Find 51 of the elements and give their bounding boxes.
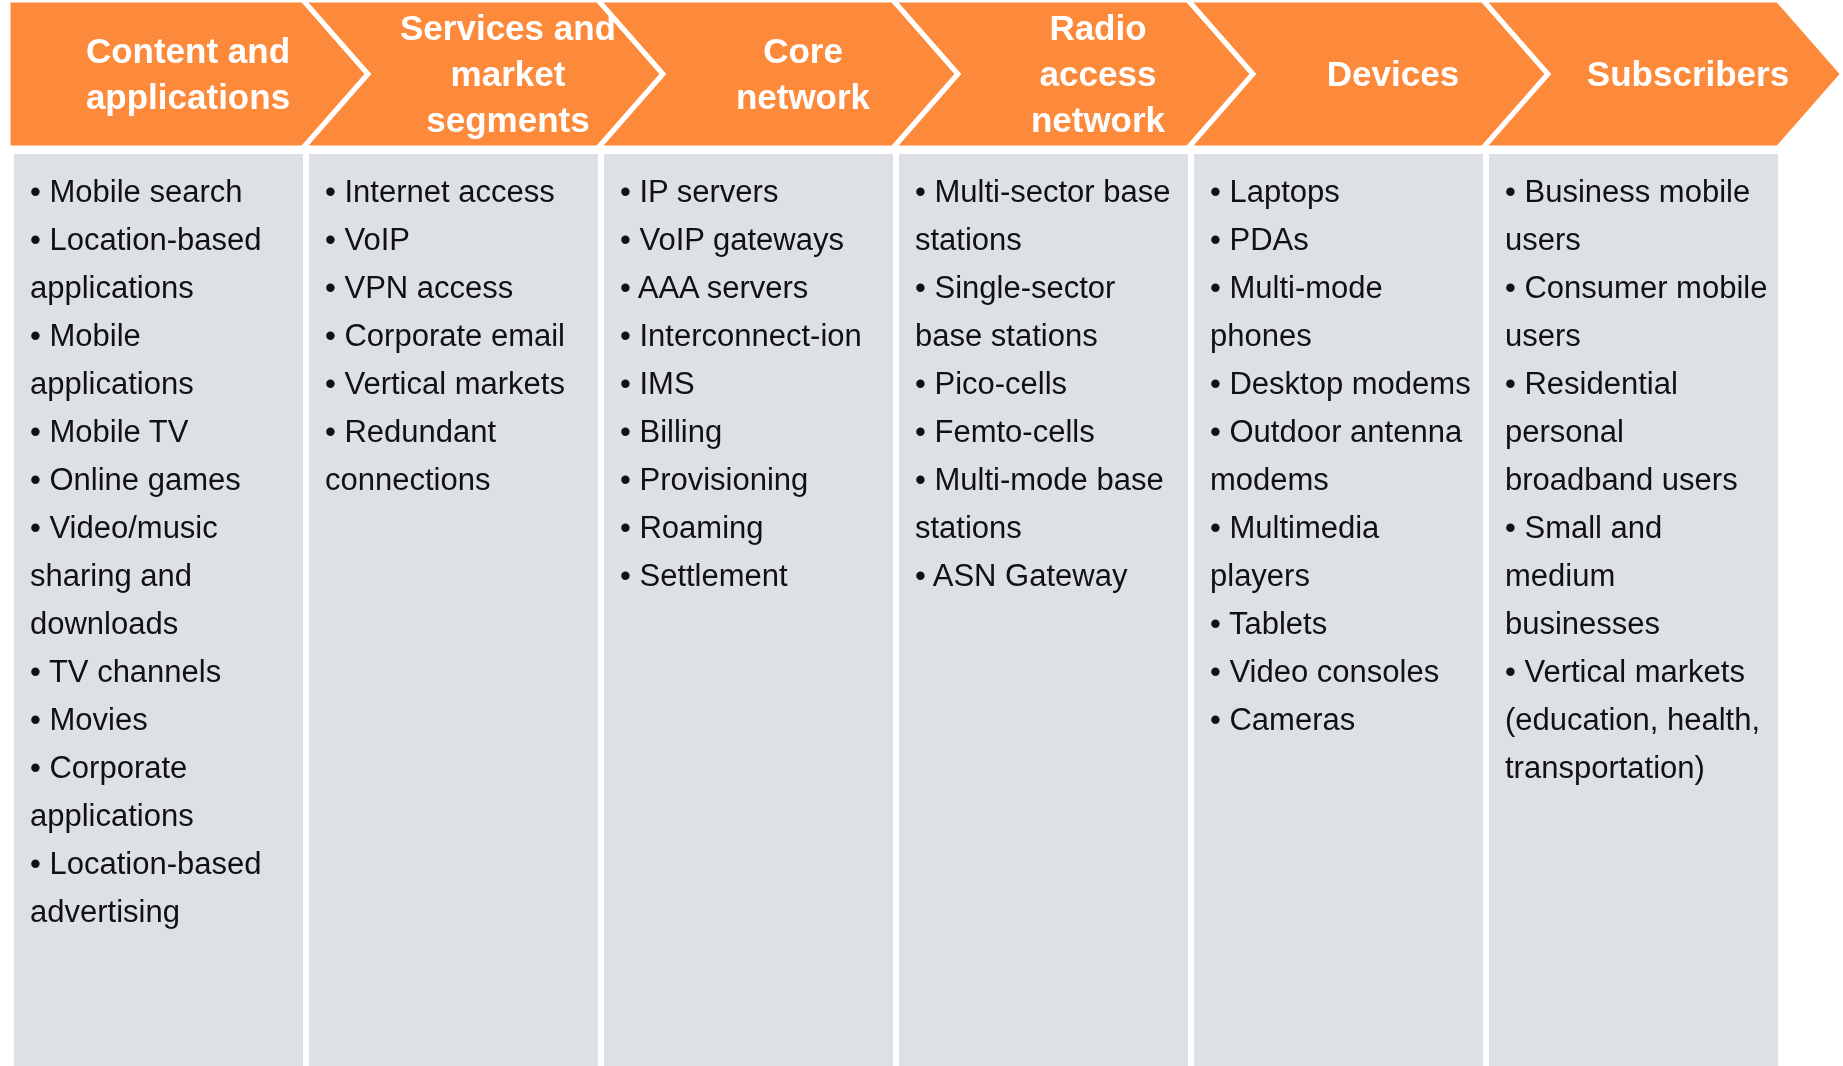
- bullet-item: • Vertical markets: [325, 365, 566, 403]
- bullet-item: • Movies: [30, 701, 149, 739]
- bullet-item: • Cameras: [1210, 701, 1357, 739]
- bullet-item: • Location-based advertising: [30, 845, 263, 931]
- column-panel: [899, 154, 1188, 1066]
- bullet-item: • Online games: [30, 461, 242, 499]
- bullet-item: • Femto-cells: [915, 413, 1096, 451]
- bullet-item: • Internet access: [325, 173, 556, 211]
- column-panel: [1489, 154, 1778, 1066]
- bullet-item: • Tablets: [1210, 605, 1329, 643]
- bullet-item: • Billing: [620, 413, 724, 451]
- bullet-item: • Corporate applications: [30, 749, 195, 835]
- bullet-item: • VoIP: [325, 221, 411, 259]
- bullet-item: • Single-sector base stations: [915, 269, 1117, 355]
- column-panel: [604, 154, 893, 1066]
- bullet-item: • Redundant connections: [325, 413, 498, 499]
- bullet-item: • Consumer mobile users: [1505, 269, 1768, 355]
- bullet-item: • Mobile search: [30, 173, 244, 211]
- bullet-item: • Video consoles: [1210, 653, 1441, 691]
- bullet-item: • Pico-cells: [915, 365, 1069, 403]
- bullet-item: • PDAs: [1210, 221, 1310, 259]
- bullet-item: • Provisioning: [620, 461, 810, 499]
- bullet-item: • Residential personal broadband users: [1505, 365, 1739, 499]
- bullet-item: • Multi-sector base stations: [915, 173, 1172, 259]
- bullet-item: • Video/music sharing and downloads: [30, 509, 219, 643]
- bullet-item: • Multi-mode base stations: [915, 461, 1165, 547]
- bullet-item: • Settlement: [620, 557, 789, 595]
- bullet-item: • VPN access: [325, 269, 515, 307]
- column-panel: [309, 154, 598, 1066]
- bullet-item: • VoIP gateways: [620, 221, 845, 259]
- bullet-item: • Laptops: [1210, 173, 1341, 211]
- column-panel: [14, 154, 303, 1066]
- bullet-item: • Mobile applications: [30, 317, 195, 403]
- bullet-item: • Multimedia players: [1210, 509, 1381, 595]
- bullet-item: • Outdoor antenna modems: [1210, 413, 1464, 499]
- bullet-item: • TV channels: [30, 653, 223, 691]
- bullet-item: • IP servers: [620, 173, 780, 211]
- bullet-item: • AAA servers: [620, 269, 810, 307]
- bullet-item: • IMS: [620, 365, 696, 403]
- bullet-item: • Roaming: [620, 509, 765, 547]
- bullet-item: • Small and medium businesses: [1505, 509, 1664, 643]
- bullet-item: • Location-based applications: [30, 221, 263, 307]
- bullet-item: • Business mobile users: [1505, 173, 1752, 259]
- bullet-item: • ASN Gateway: [915, 557, 1129, 595]
- column-panel: [1194, 154, 1483, 1066]
- bullet-item: • Mobile TV: [30, 413, 190, 451]
- bullet-item: • Desktop modems: [1210, 365, 1472, 403]
- bullet-item: • Vertical markets (education, health, transportation): [1505, 653, 1762, 787]
- bullet-item: • Corporate email: [325, 317, 566, 355]
- bullet-item: • Interconnect-ion: [620, 317, 863, 355]
- bullet-item: • Multi-mode phones: [1210, 269, 1384, 355]
